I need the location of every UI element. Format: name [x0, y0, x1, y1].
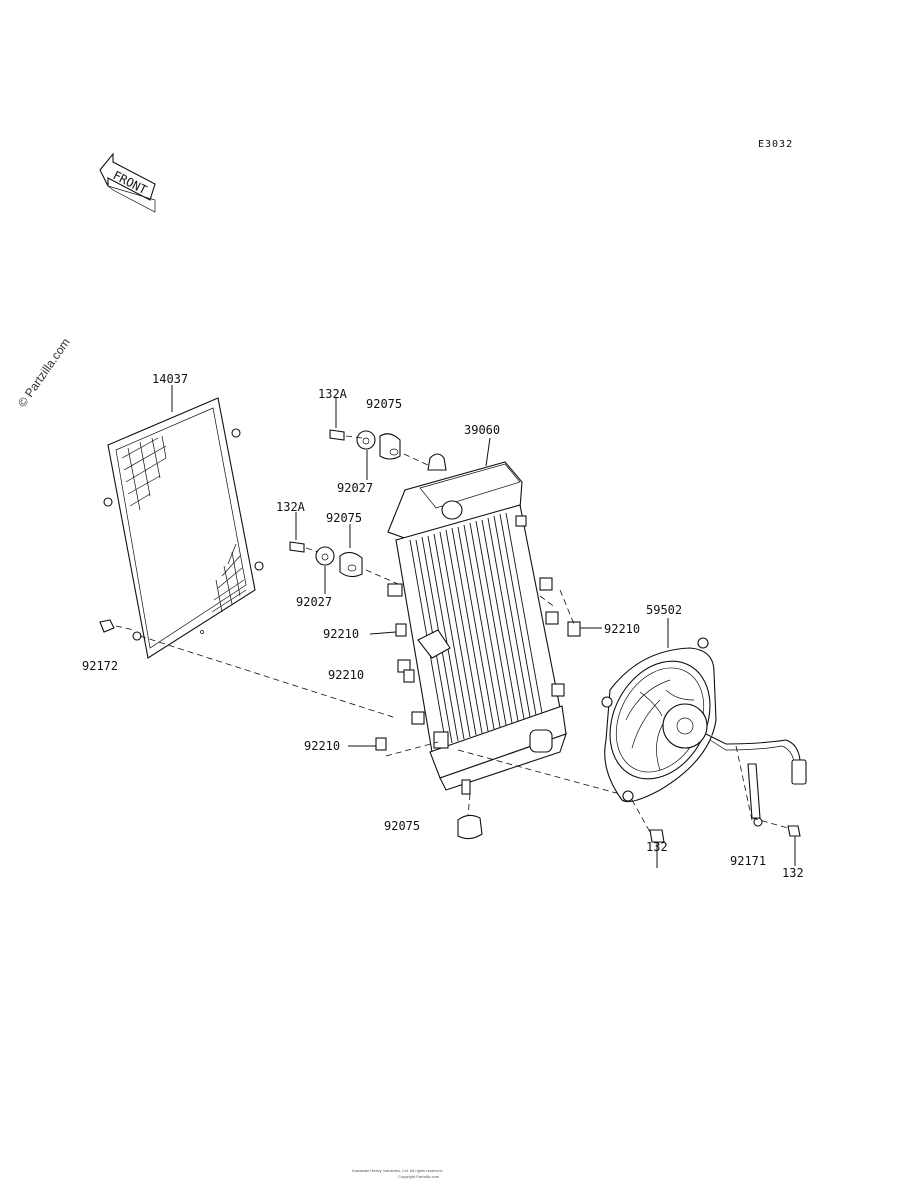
label-14037: 14037 [152, 372, 188, 386]
nut-left-upper [395, 623, 407, 637]
label-92027-mid: 92027 [296, 595, 332, 609]
radiator-core [387, 453, 567, 795]
radiator-net [103, 397, 264, 659]
label-92210-right: 92210 [604, 622, 640, 636]
label-132a-mid: 132A [276, 500, 306, 514]
nut-left-lower [375, 737, 387, 751]
clamp-washer [753, 817, 763, 827]
label-39060: 39060 [464, 423, 500, 437]
label-132-clamp: 132 [782, 866, 804, 880]
label-132a-top: 132A [318, 387, 348, 401]
bolt-132-clamp [787, 825, 801, 837]
diagram-code: E3032 [758, 139, 793, 150]
watermark: © Partzilla.com [15, 335, 73, 409]
label-92210-left-upper: 92210 [323, 627, 359, 641]
cooling-fan [601, 637, 807, 803]
nut-left-mid [403, 669, 415, 683]
label-59502: 59502 [646, 603, 682, 617]
front-arrow-icon: FRONT [99, 152, 156, 213]
label-92210-left-lower: 92210 [304, 739, 340, 753]
bolt-92172 [99, 619, 115, 633]
footer-line-1: Kawasaki Heavy Industries, Ltd. All righ… [352, 1168, 443, 1173]
bolt-132-fan [649, 829, 665, 843]
mid-mount-hardware [289, 541, 363, 578]
label-92075-mid: 92075 [326, 511, 362, 525]
label-92075-bottom: 92075 [384, 819, 420, 833]
label-132-fan: 132 [646, 840, 668, 854]
top-mount-hardware [329, 429, 401, 460]
label-92171: 92171 [730, 854, 766, 868]
footer-line-2: Copyright Partzilla.com [398, 1174, 440, 1179]
label-92210-left-mid: 92210 [328, 668, 364, 682]
damper-bottom [457, 814, 483, 840]
label-92027-top: 92027 [337, 481, 373, 495]
label-92172: 92172 [82, 659, 118, 673]
label-92075-top: 92075 [366, 397, 402, 411]
nut-right [567, 621, 581, 637]
